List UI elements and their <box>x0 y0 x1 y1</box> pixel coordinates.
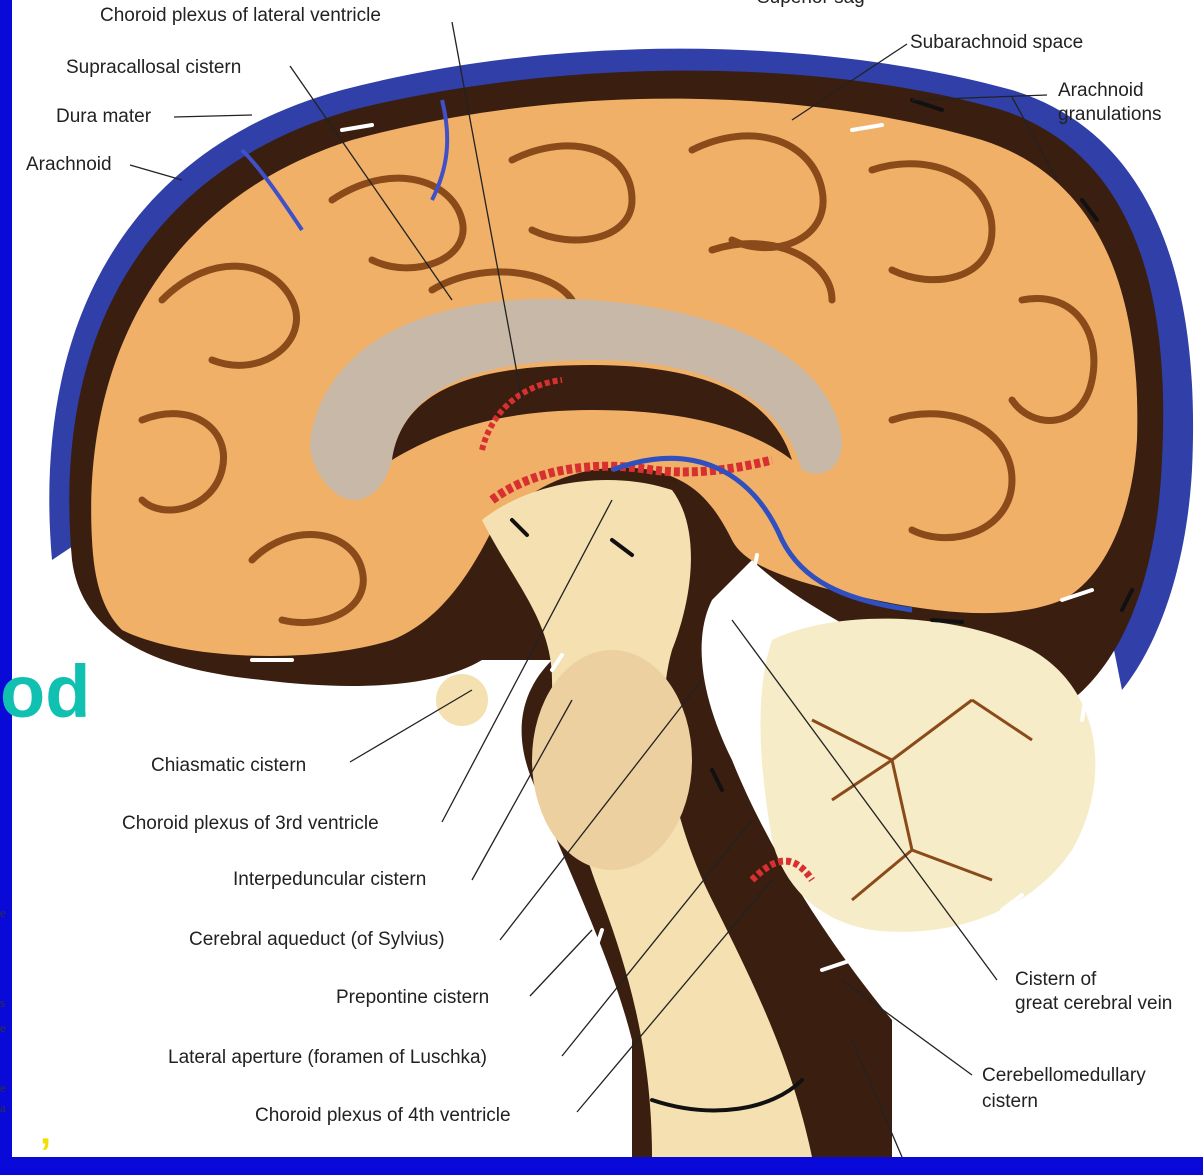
edge-letter: s <box>0 995 5 1011</box>
edge-letter: e <box>0 1080 6 1096</box>
brain-figure: Choroid plexus of lateral ventricle Supe… <box>12 0 1203 1157</box>
slide-partial-mark: ’ <box>40 1138 51 1168</box>
cerebellum <box>760 619 1095 932</box>
label-choroid-plexus-4th: Choroid plexus of 4th ventricle <box>255 1106 511 1126</box>
label-chiasmatic-cistern: Chiasmatic cistern <box>151 756 306 776</box>
pons <box>532 650 692 870</box>
label-lateral-aperture: Lateral aperture (foramen of Luschka) <box>168 1048 487 1068</box>
label-cistern-great-vein-2: great cerebral vein <box>1015 994 1172 1014</box>
label-arachnoid-granulations-1: Arachnoid <box>1058 81 1144 101</box>
label-cerebral-aqueduct: Cerebral aqueduct (of Sylvius) <box>189 930 445 950</box>
label-cerebellomedullary-1: Cerebellomedullary <box>982 1066 1146 1086</box>
label-supracallosal-cistern: Supracallosal cistern <box>66 58 241 78</box>
label-subarachnoid-space: Subarachnoid space <box>910 33 1083 53</box>
slide-partial-title: od <box>0 652 90 732</box>
label-cistern-great-vein-1: Cistern of <box>1015 970 1096 990</box>
label-dura-mater: Dura mater <box>56 107 151 127</box>
label-interpeduncular-cistern: Interpeduncular cistern <box>233 870 426 890</box>
label-superior-sagittal-partial: Superior sag <box>757 0 865 8</box>
edge-letter: e <box>0 1020 6 1036</box>
label-arachnoid-granulations-2: granulations <box>1058 105 1162 125</box>
label-prepontine-cistern: Prepontine cistern <box>336 988 489 1008</box>
pituitary <box>436 674 488 726</box>
label-choroid-plexus-lateral: Choroid plexus of lateral ventricle <box>100 6 381 26</box>
edge-letter: a <box>0 1100 6 1116</box>
edge-letter: e <box>0 905 6 921</box>
label-choroid-plexus-3rd: Choroid plexus of 3rd ventricle <box>122 814 379 834</box>
label-arachnoid: Arachnoid <box>26 155 112 175</box>
label-cerebellomedullary-2: cistern <box>982 1092 1038 1112</box>
